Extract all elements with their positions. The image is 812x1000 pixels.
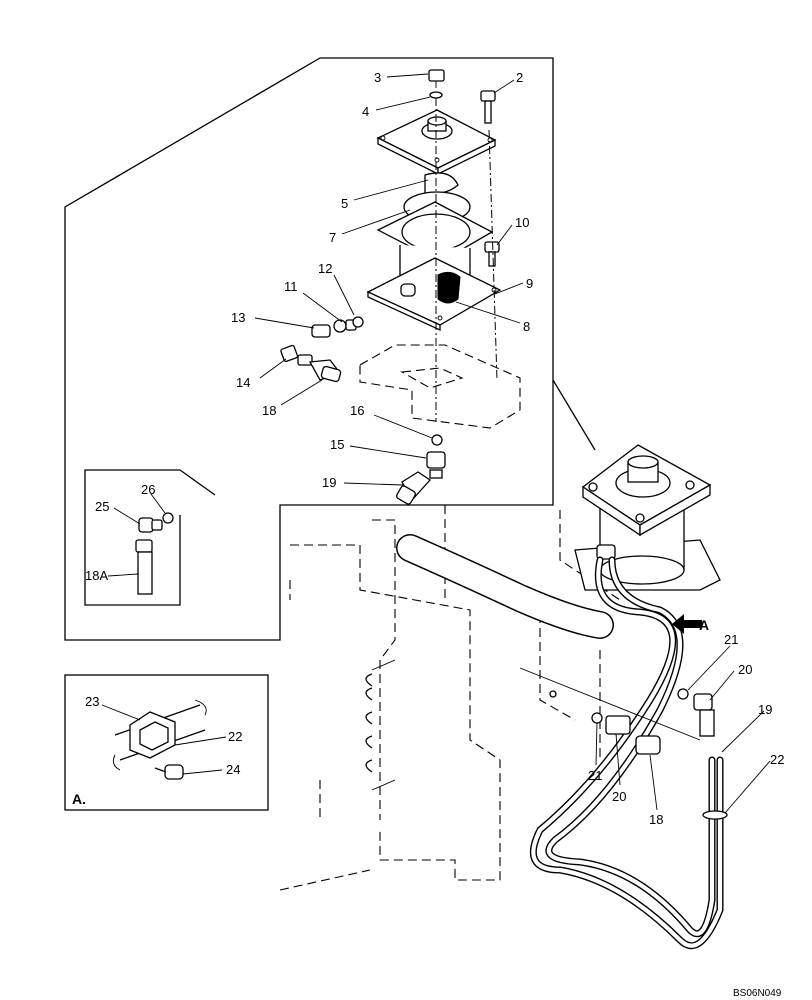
label-part-13: 13 (231, 310, 245, 325)
label-part-12: 12 (318, 261, 332, 276)
label-part-10: 10 (515, 215, 529, 230)
label-part-22-lower: 22 (770, 752, 784, 767)
housing-9 (366, 201, 502, 332)
label-part-21-lower: 21 (588, 768, 602, 783)
label-part-4: 4 (362, 104, 369, 119)
label-part-2: 2 (516, 70, 523, 85)
radiator-fins (365, 659, 396, 791)
mounting-base (359, 344, 521, 429)
cover-plate (376, 109, 497, 176)
detail-inset-a (64, 674, 269, 811)
elbow-20-upper (693, 693, 715, 737)
view-arrow-label: A (699, 617, 709, 633)
detail-a-label: A. (72, 791, 86, 807)
leader-lines (101, 73, 771, 814)
label-part-15: 15 (330, 437, 344, 452)
bolt-10 (484, 241, 500, 267)
label-part-7: 7 (329, 230, 336, 245)
hose-end-19 (396, 471, 431, 505)
label-part-22-detail: 22 (228, 729, 242, 744)
label-part-25: 25 (95, 499, 109, 514)
label-part-24: 24 (226, 762, 240, 777)
exploded-assembly (280, 69, 521, 505)
adapter-20-lower (605, 715, 631, 735)
callout-frame (64, 57, 596, 641)
elbow-15 (426, 451, 446, 479)
part-labels: 3 2 4 5 7 10 9 8 12 11 13 14 18 16 15 19… (72, 70, 784, 999)
gasket-5 (424, 172, 459, 195)
fitting-13 (311, 319, 357, 338)
label-part-8: 8 (523, 319, 530, 334)
bolt-3 (428, 69, 445, 99)
label-part-18-lower: 18 (649, 812, 663, 827)
bolt-2 (480, 90, 496, 124)
label-part-9: 9 (526, 276, 533, 291)
label-part-5: 5 (341, 196, 348, 211)
label-part-11: 11 (284, 279, 298, 294)
o-ring-12 (352, 316, 364, 328)
hose-end-18 (308, 359, 342, 383)
hose-end-18-lower (635, 735, 661, 755)
label-part-16: 16 (350, 403, 364, 418)
label-part-20-lower: 20 (612, 789, 626, 804)
label-part-19-lower: 19 (758, 702, 772, 717)
o-ring-21-lower (591, 712, 603, 724)
label-part-23: 23 (85, 694, 99, 709)
label-part-26: 26 (141, 482, 155, 497)
label-part-18: 18 (262, 403, 276, 418)
label-part-18a: 18A (85, 568, 108, 583)
label-part-21-upper: 21 (724, 632, 738, 647)
view-arrow-a (672, 614, 702, 634)
adapter-14 (280, 344, 313, 366)
installed-view: A (279, 444, 728, 950)
label-part-14: 14 (236, 375, 250, 390)
o-ring-21-upper (677, 688, 689, 700)
label-part-3: 3 (374, 70, 381, 85)
detail-inset-18a (84, 469, 216, 606)
label-part-20-upper: 20 (738, 662, 752, 677)
label-part-19: 19 (322, 475, 336, 490)
solenoid-valve (574, 444, 721, 591)
drawing-reference: BS06N049 (733, 988, 782, 999)
o-ring-16 (431, 434, 443, 446)
